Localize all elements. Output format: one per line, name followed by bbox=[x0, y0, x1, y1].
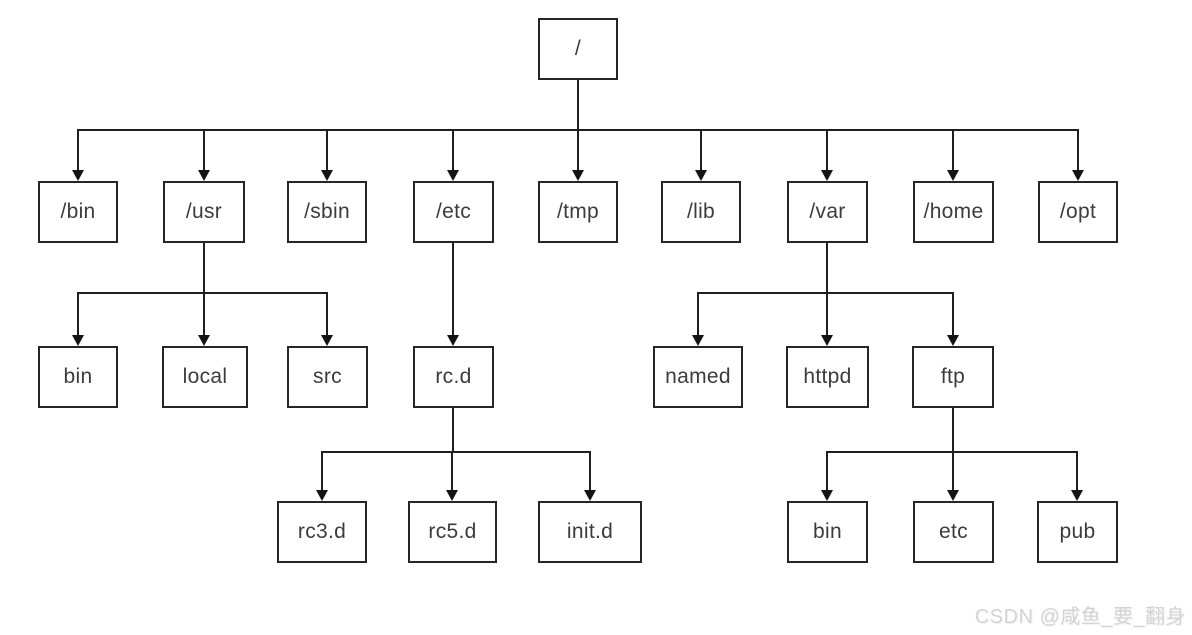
arrowhead-icon bbox=[692, 335, 704, 346]
node-usr-src: src bbox=[287, 346, 368, 408]
arrowhead-icon bbox=[947, 335, 959, 346]
arrowhead-icon bbox=[584, 490, 596, 501]
arrowhead-icon bbox=[198, 335, 210, 346]
node-ftp-bin: bin bbox=[787, 501, 868, 563]
node-ftp-pub: pub bbox=[1037, 501, 1118, 563]
node-opt: /opt bbox=[1038, 181, 1118, 243]
arrowhead-icon bbox=[321, 170, 333, 181]
node-sbin: /sbin bbox=[287, 181, 367, 243]
node-tmp: /tmp bbox=[538, 181, 618, 243]
arrowhead-icon bbox=[947, 170, 959, 181]
node-etc: /etc bbox=[413, 181, 494, 243]
arrowhead-icon bbox=[446, 490, 458, 501]
arrowhead-icon bbox=[821, 170, 833, 181]
node-rcd-rc3d: rc3.d bbox=[277, 501, 367, 563]
arrowhead-icon bbox=[821, 335, 833, 346]
arrowhead-icon bbox=[198, 170, 210, 181]
arrowhead-icon bbox=[695, 170, 707, 181]
arrowhead-icon bbox=[447, 170, 459, 181]
arrowhead-icon bbox=[947, 490, 959, 501]
node-usr: /usr bbox=[163, 181, 245, 243]
node-usr-bin: bin bbox=[38, 346, 118, 408]
node-rcd-rc5d: rc5.d bbox=[408, 501, 497, 563]
arrowhead-icon bbox=[72, 170, 84, 181]
arrowhead-icon bbox=[572, 170, 584, 181]
node-var: /var bbox=[787, 181, 868, 243]
arrowhead-icon bbox=[447, 335, 459, 346]
node-home: /home bbox=[913, 181, 994, 243]
node-lib: /lib bbox=[661, 181, 741, 243]
node-bin: /bin bbox=[38, 181, 118, 243]
arrowhead-icon bbox=[821, 490, 833, 501]
watermark: CSDN @咸鱼_要_翻身 bbox=[974, 606, 1186, 628]
node-ftp-etc: etc bbox=[913, 501, 994, 563]
node-usr-local: local bbox=[162, 346, 248, 408]
node-etc-rcd: rc.d bbox=[413, 346, 494, 408]
node-root: / bbox=[538, 18, 618, 80]
node-rcd-initd: init.d bbox=[538, 501, 642, 563]
arrowhead-icon bbox=[321, 335, 333, 346]
arrowhead-icon bbox=[1072, 170, 1084, 181]
node-var-ftp: ftp bbox=[912, 346, 994, 408]
node-var-named: named bbox=[653, 346, 743, 408]
arrowhead-icon bbox=[1071, 490, 1083, 501]
arrowhead-icon bbox=[316, 490, 328, 501]
node-var-httpd: httpd bbox=[786, 346, 869, 408]
arrowhead-icon bbox=[72, 335, 84, 346]
